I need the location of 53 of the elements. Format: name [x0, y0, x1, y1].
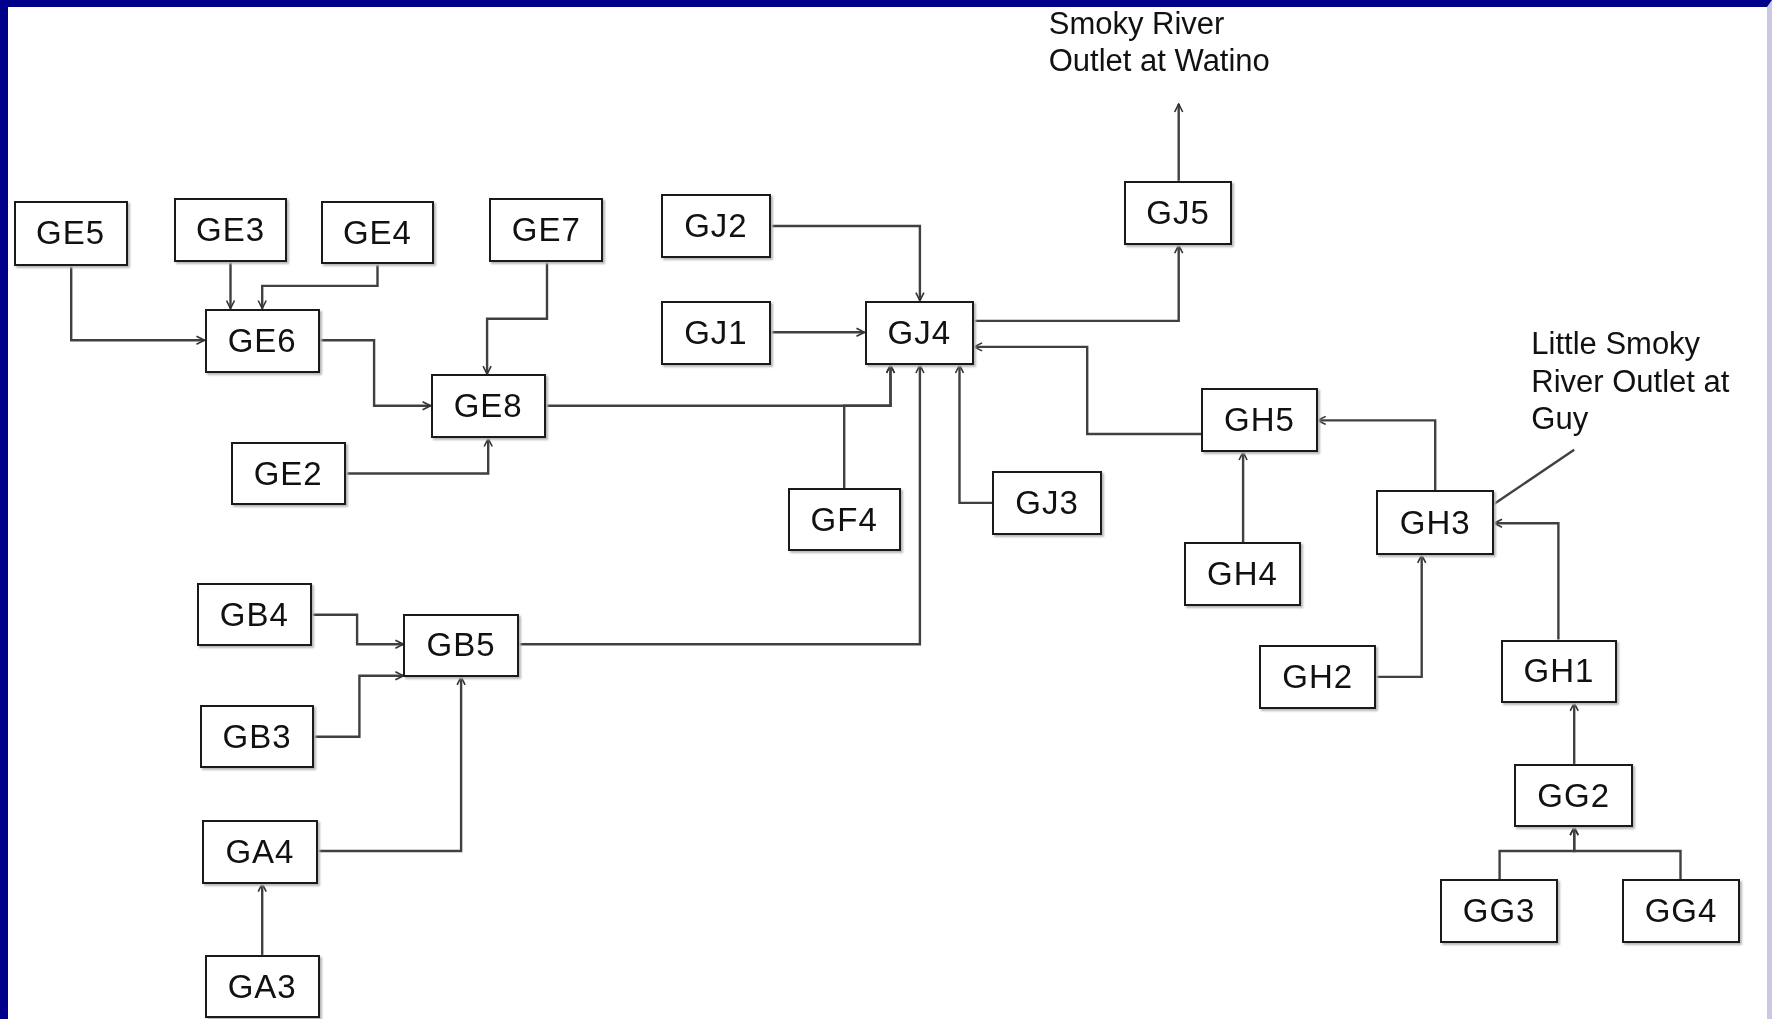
arrow [770, 224, 925, 302]
station-box: GJ2 [661, 194, 771, 258]
arrow [319, 339, 432, 411]
arrow [518, 364, 925, 646]
arrow [257, 264, 379, 310]
station-box: GH2 [1258, 645, 1377, 709]
arrow [257, 882, 267, 955]
outlet-label: Smoky River Outlet at Watino [1048, 4, 1303, 79]
arrow [954, 364, 993, 505]
arrow [345, 437, 493, 475]
arrow [1173, 103, 1184, 181]
arrow [974, 244, 1184, 323]
station-box: GF4 [787, 488, 901, 552]
arrow [311, 613, 405, 649]
station-box: GE6 [204, 308, 320, 373]
arrow [317, 676, 466, 853]
station-box: GE4 [320, 201, 434, 265]
outlet-label: Little Smoky River Outlet at Guy [1531, 325, 1735, 438]
station-box: GE7 [489, 197, 604, 263]
arrow [70, 265, 206, 345]
station-box: GJ1 [661, 300, 771, 365]
station-box: GE2 [230, 441, 346, 506]
station-box: GE8 [430, 374, 546, 439]
arrow [225, 262, 236, 310]
station-box: GH4 [1184, 542, 1301, 606]
arrow [1238, 451, 1248, 543]
arrow [1493, 518, 1560, 640]
station-box: GE3 [174, 197, 288, 263]
arrow [973, 342, 1202, 436]
station-box: GH3 [1376, 490, 1494, 555]
arrow [1376, 554, 1427, 679]
station-box: GB3 [200, 705, 315, 769]
arrow [1316, 415, 1437, 491]
station-box: GB4 [196, 583, 312, 647]
arrow [314, 671, 405, 738]
station-box: GE5 [13, 201, 128, 266]
station-box: GJ4 [864, 300, 975, 365]
station-box: GG2 [1514, 763, 1633, 828]
station-box: GH1 [1500, 639, 1618, 703]
arrow [1569, 826, 1682, 880]
arrow [770, 327, 866, 338]
leader-line [1493, 448, 1575, 505]
station-box: GH5 [1201, 387, 1318, 453]
station-box: GB5 [403, 613, 519, 677]
arrow [482, 262, 549, 375]
station-box: GA3 [204, 954, 320, 1019]
arrow [1569, 702, 1579, 764]
arrow [843, 364, 896, 489]
station-box: GJ5 [1124, 180, 1232, 246]
station-box: GG4 [1621, 879, 1741, 943]
station-box: GG3 [1439, 879, 1559, 943]
station-box: GJ3 [992, 471, 1102, 535]
station-box: GA4 [202, 820, 318, 884]
